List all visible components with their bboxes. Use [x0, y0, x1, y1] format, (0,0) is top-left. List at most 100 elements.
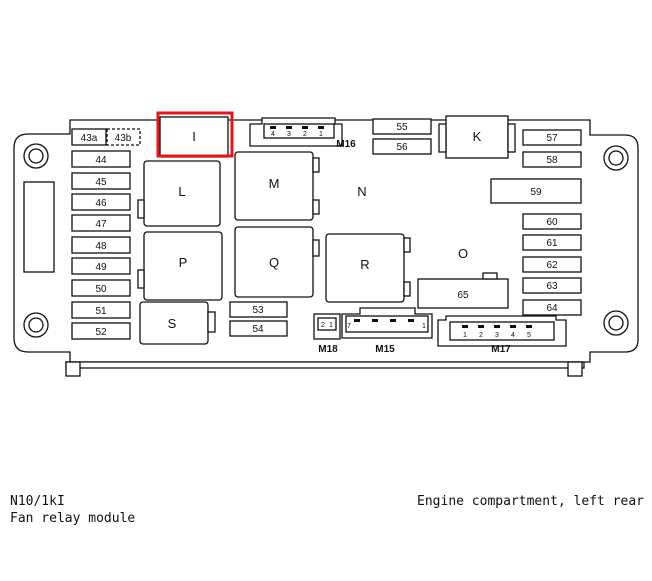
m16-pin-label: 4: [271, 131, 275, 138]
relay-s-lug: [207, 311, 216, 333]
fuse-49-box: [71, 257, 131, 275]
relay-m-lug-bottom: [312, 199, 320, 215]
fuse-60-box: [522, 213, 582, 230]
connector-m15-name: M15: [375, 344, 395, 355]
fuse-54-box: [229, 320, 288, 337]
mounting-hole-top-right: [603, 145, 629, 171]
m18-pin-label: 2: [321, 322, 325, 329]
fuse-44-label: 44: [95, 155, 107, 166]
fuse-52-box: [71, 322, 131, 340]
relay-i-box: [159, 116, 229, 158]
connector-m16-name: M16: [336, 139, 356, 150]
fuse-64-box: [522, 299, 582, 316]
fuse-58-label: 58: [546, 155, 558, 166]
fuse-65-label: 65: [457, 290, 469, 301]
fuse-51-label: 51: [95, 306, 107, 317]
mounting-hole-bottom-right: [603, 310, 629, 336]
fuse-50-label: 50: [95, 284, 107, 295]
relay-r-box: [325, 233, 405, 303]
fuse-44-box: [71, 150, 131, 168]
relay-l-lug: [137, 199, 145, 219]
module-code: N10/1kI: [10, 494, 65, 509]
fuse-65-box: [417, 278, 509, 309]
mounting-foot-right: [567, 361, 583, 377]
fuse-56-label: 56: [396, 142, 408, 153]
m17-pin-label: 5: [527, 332, 531, 339]
m16-pin-label: 3: [287, 131, 291, 138]
fuse-59-box: [490, 178, 582, 204]
module-location: Engine compartment, left rear: [417, 494, 644, 509]
relay-k-lug-left: [438, 123, 447, 153]
relay-s-label: S: [168, 316, 177, 331]
fuse-55-label: 55: [396, 122, 408, 133]
fuse-63-box: [522, 277, 582, 294]
m17-pin-label: 3: [495, 332, 499, 339]
relay-p-label: P: [179, 255, 188, 270]
fuse-54-label: 54: [252, 324, 264, 335]
fuse-46-label: 46: [95, 198, 107, 209]
fuse-60-label: 60: [546, 217, 558, 228]
fuse-55-box: [372, 118, 432, 135]
fuse-46-box: [71, 193, 131, 211]
fuse-45-label: 45: [95, 177, 107, 188]
area-o-label: O: [458, 246, 468, 261]
fuse-61-box: [522, 234, 582, 251]
mounting-hole-bottom-left: [23, 312, 49, 338]
fuse-65-tab: [482, 272, 498, 280]
relay-q-lug: [312, 239, 320, 257]
m17-pin-label: 4: [511, 332, 515, 339]
connector-pins: [270, 126, 532, 328]
relay-p-box: [143, 231, 223, 301]
fuse-53-label: 53: [252, 305, 264, 316]
fuse-57-box: [522, 129, 582, 146]
relay-m-lug-top: [312, 157, 320, 173]
m17-pin-label: 2: [479, 332, 483, 339]
fuse-50-box: [71, 279, 131, 297]
relay-r-lug-bottom: [403, 281, 411, 297]
fuse-45-box: [71, 172, 131, 190]
fuse-63-label: 63: [546, 281, 558, 292]
fuse-59-label: 59: [530, 187, 542, 198]
module-name: Fan relay module: [10, 511, 136, 526]
fuse-51-box: [71, 301, 131, 319]
fuse-56-box: [372, 138, 432, 155]
relay-k-lug-right: [507, 123, 516, 153]
side-slot: [23, 181, 55, 273]
relay-r-label: R: [360, 257, 369, 272]
fuse-48-label: 48: [95, 241, 107, 252]
relay-q-label: Q: [269, 255, 279, 270]
fuse-62-label: 62: [546, 260, 558, 271]
relay-r-lug-top: [403, 237, 411, 253]
fuse-47-label: 47: [95, 219, 107, 230]
relay-k-label: K: [473, 129, 482, 144]
relay-l-label: L: [178, 184, 185, 199]
fuse-43a-label: 43a: [81, 133, 98, 144]
m16-pin-label: 1: [319, 131, 323, 138]
m15-pin-label: 1: [422, 323, 426, 330]
m18-pin-label: 1: [329, 322, 333, 329]
connector-m18-inner: [317, 317, 337, 331]
fuse-43a-box: [71, 128, 107, 146]
fuse-61-label: 61: [546, 238, 558, 249]
housing-bottom-rail: [65, 361, 585, 369]
fuse-49-label: 49: [95, 262, 107, 273]
area-n-label: N: [357, 184, 366, 199]
fuse-64-label: 64: [546, 303, 558, 314]
fuse-52-label: 52: [95, 327, 107, 338]
fuse-43b-box: [106, 128, 141, 146]
connector-m15-inner: [345, 315, 429, 333]
relay-p-lug: [137, 269, 145, 289]
mounting-hole-top-left: [23, 143, 49, 169]
m15-pin-label: 7: [347, 323, 351, 330]
connector-m18-name: M18: [318, 344, 338, 355]
fuse-47-box: [71, 214, 131, 232]
fuse-62-box: [522, 256, 582, 273]
relay-l-box: [143, 160, 221, 227]
relay-q-box: [234, 226, 314, 298]
fuse-58-box: [522, 151, 582, 168]
mounting-foot-left: [65, 361, 81, 377]
m17-pin-label: 1: [463, 332, 467, 339]
m16-pin-label: 2: [303, 131, 307, 138]
relay-m-box: [234, 151, 314, 221]
